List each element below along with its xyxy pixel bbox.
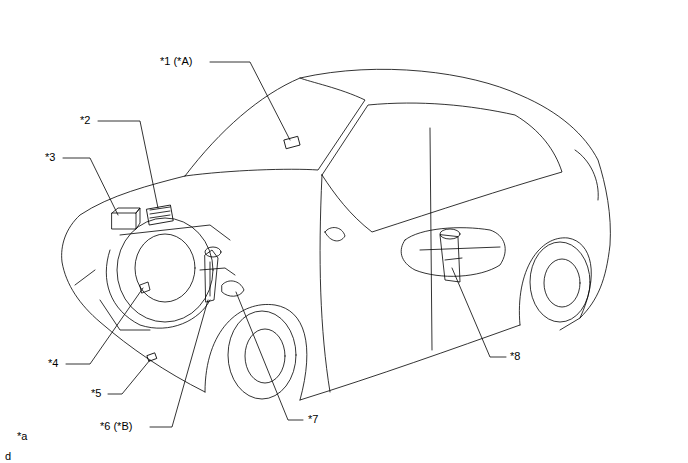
ecu-part: [147, 205, 173, 225]
leader-line: [452, 268, 506, 357]
mirror: [325, 227, 345, 240]
callout-number: *8: [510, 350, 520, 363]
door-line: [430, 128, 432, 350]
fuel-tank: [401, 228, 505, 277]
leader-line: [236, 292, 303, 420]
callout-number: *2: [80, 114, 90, 127]
callout-number: *7: [308, 413, 318, 426]
rear-wheel: [530, 242, 590, 322]
view-note: *a: [17, 430, 27, 443]
callout-number: *1 (*A): [160, 55, 192, 68]
leader-line: [98, 121, 158, 208]
windshield: [185, 78, 365, 176]
leader-line: [150, 300, 208, 427]
leader-line: [210, 62, 290, 140]
body-outline: [185, 69, 610, 330]
relay-box: [112, 213, 136, 229]
callout-number: *5: [91, 387, 101, 400]
figure-code: d: [5, 450, 11, 463]
leader-line: [108, 360, 150, 394]
leader-line: [63, 158, 118, 215]
front-wheel-arch: [205, 304, 307, 400]
sensor-part: [284, 136, 300, 148]
rear-wheel-arch: [519, 238, 591, 325]
leader-line: [66, 288, 143, 364]
pump-unit: [205, 250, 218, 302]
sill-line: [300, 325, 520, 400]
hood-line: [62, 176, 205, 392]
callout-number: *3: [45, 151, 55, 164]
callout-number: *4: [48, 357, 58, 370]
side-window: [322, 103, 562, 232]
callout-number: *6 (*B): [100, 420, 132, 433]
small-sensor: [147, 353, 157, 361]
